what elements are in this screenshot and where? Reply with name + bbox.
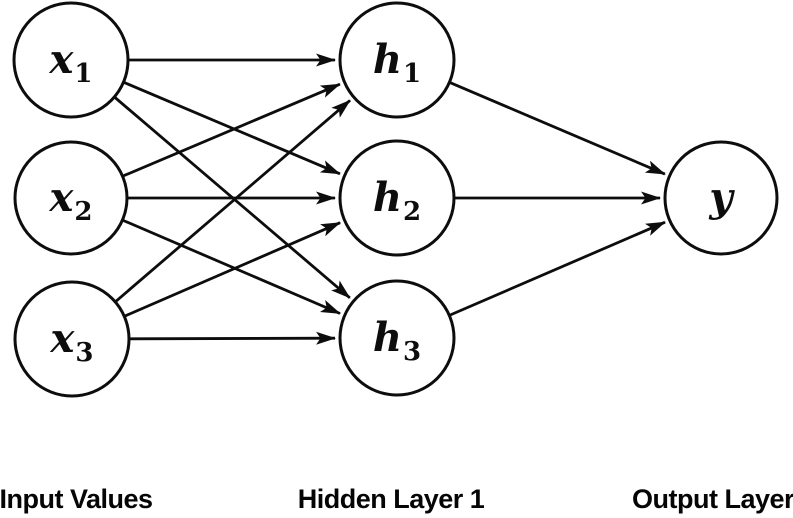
node-label-x1: x1 xyxy=(49,36,93,89)
edge-x3-to-h2 xyxy=(123,221,342,318)
node-label-x3: x3 xyxy=(50,315,94,368)
node-h3 xyxy=(338,279,456,397)
node-h2 xyxy=(338,139,456,257)
edge-x2-to-h1 xyxy=(122,82,341,178)
node-y xyxy=(663,140,779,256)
caption-hidden-layer-1: Hidden Layer 1 xyxy=(297,484,485,514)
node-label-y: y xyxy=(708,174,735,221)
node-label-h2: h2 xyxy=(373,174,421,227)
edges-layer xyxy=(113,53,666,345)
edge-x1-to-h2 xyxy=(122,80,341,176)
node-x2 xyxy=(13,140,129,256)
nodes-layer: x1 x2 x3 h1 h2 h3 y xyxy=(12,1,779,398)
node-x3 xyxy=(13,280,131,398)
edge-x3-to-h1 xyxy=(114,99,351,303)
caption-output-layer: Output Layer xyxy=(631,484,793,514)
edge-h1-to-y xyxy=(448,81,666,176)
edge-x3-to-h3 xyxy=(128,331,336,345)
node-x1 xyxy=(12,1,130,119)
edge-h3-to-y xyxy=(448,220,666,317)
node-label-h1: h1 xyxy=(373,36,421,89)
caption-input-values: Input Values xyxy=(0,484,153,514)
edge-x2-to-h3 xyxy=(121,218,341,315)
node-h1 xyxy=(338,1,456,119)
node-label-h3: h3 xyxy=(373,314,421,367)
node-label-x2: x2 xyxy=(49,174,93,227)
